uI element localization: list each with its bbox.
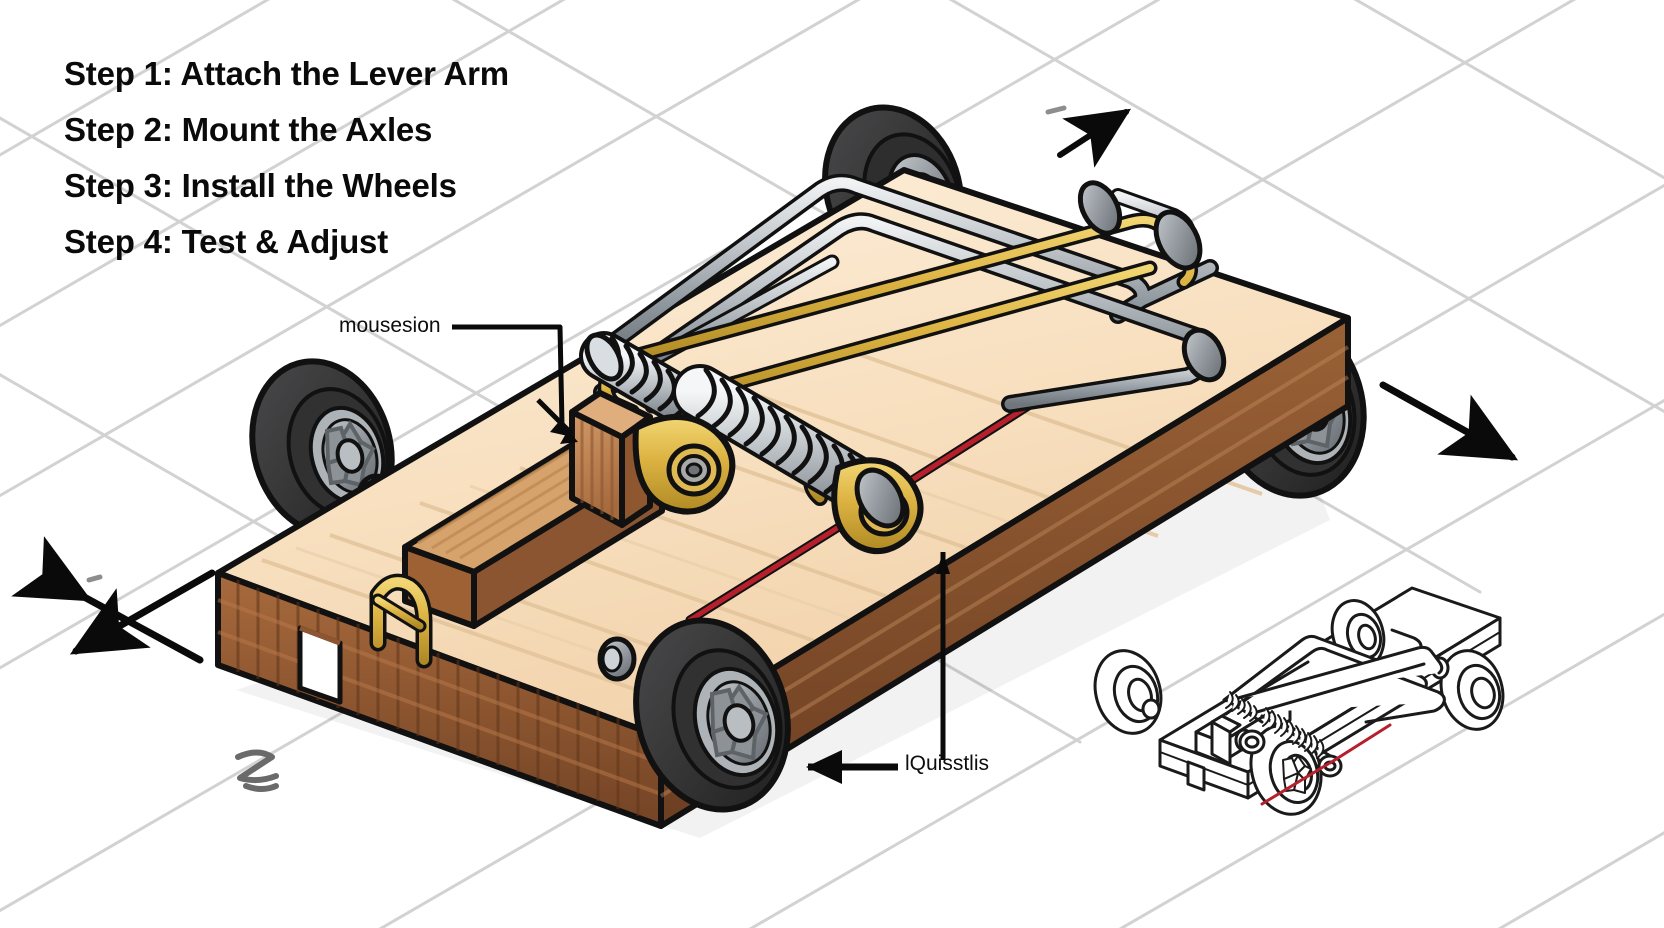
dimension-arrow-right	[1379, 381, 1519, 461]
scribble-mark	[235, 749, 279, 792]
step-item-2: Step 2: Mount the Axles	[64, 111, 433, 148]
trap-wood-block	[569, 390, 653, 528]
front-wheel	[597, 617, 791, 813]
callout-label-wheel: lQuisstlis	[905, 752, 990, 775]
inset-wireframe-thumbnail	[1093, 586, 1505, 816]
step-item-1: Step 1: Attach the Lever Arm	[64, 55, 509, 92]
callout-label-spring: mousesion	[339, 314, 441, 337]
spring-trap-assembly	[569, 180, 1227, 555]
step-item-3: Step 3: Install the Wheels	[64, 167, 457, 204]
dimension-arrow-left	[11, 536, 216, 664]
steel-collar-upper	[1077, 180, 1227, 383]
dimension-arrow-top	[1045, 105, 1132, 168]
callout-leader-wheel	[806, 552, 950, 784]
brass-pivot-bracket	[632, 414, 736, 515]
steel-bearing-right	[854, 467, 906, 529]
callout-leader-spring	[452, 324, 578, 444]
step-item-4: Step 4: Test & Adjust	[64, 223, 388, 260]
assembly-steps-list: Step 1: Attach the Lever Arm Step 2: Mou…	[64, 46, 509, 270]
brass-staple	[369, 573, 433, 669]
